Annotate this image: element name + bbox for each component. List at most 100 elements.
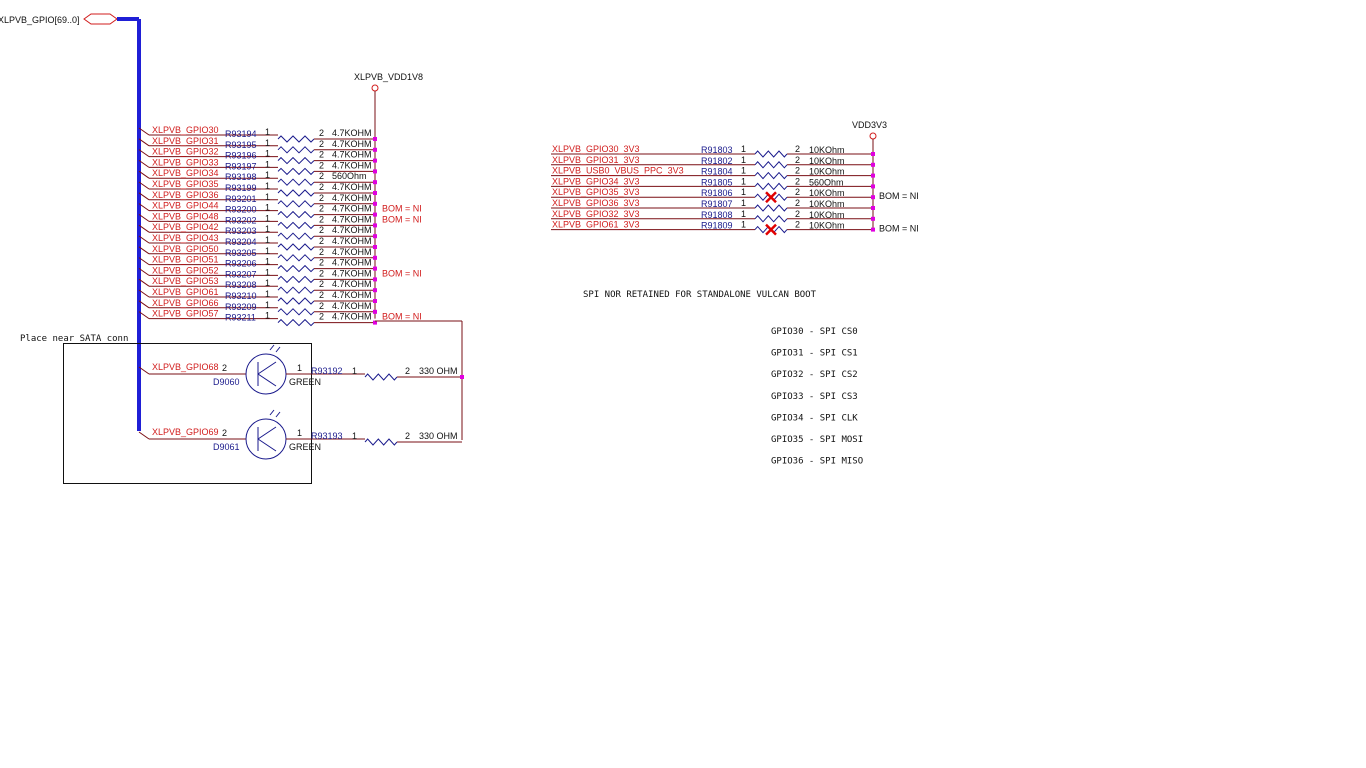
bus-entry [138, 213, 150, 222]
resistor-icon [277, 297, 315, 305]
pin-number: 2 [319, 193, 324, 203]
led-body [245, 418, 287, 460]
pin-number: 2 [319, 182, 324, 192]
pin-number: 2 [319, 268, 324, 278]
net-label: XLPVB_GPIO42 [152, 222, 219, 232]
pin-number: 1 [265, 311, 270, 321]
resistor-icon [277, 232, 315, 240]
resistor-value: 4.7KOHM [332, 182, 372, 192]
led-pin-number: 2 [222, 428, 227, 438]
pin-number: 2 [795, 166, 800, 176]
net-label: XLPVB_GPIO36 [152, 190, 219, 200]
resistor-value: 4.7KOHM [332, 279, 372, 289]
junction-dot [373, 191, 377, 195]
pin-number: 2 [405, 431, 410, 441]
pin-number: 2 [319, 279, 324, 289]
resistor-value: 10KOhm [809, 210, 845, 220]
pin-number: 1 [265, 246, 270, 256]
led-color: GREEN [289, 377, 321, 387]
resistor-ref: R93211 [225, 313, 256, 323]
pin-number: 1 [741, 144, 746, 154]
spi-notes-title: SPI NOR RETAINED FOR STANDALONE VULCAN B… [583, 290, 817, 300]
resistor-value: 4.7KOHM [332, 225, 372, 235]
pin-number: 1 [265, 289, 270, 299]
resistor-value: 10KOhm [809, 145, 845, 155]
bom-note: BOM = NI [382, 204, 422, 214]
bus-entry [138, 224, 150, 233]
pin-number: 1 [265, 267, 270, 277]
pin-number: 1 [265, 127, 270, 137]
bus-entry [138, 192, 150, 201]
resistor-value: 4.7KOHM [332, 236, 372, 246]
spi-note-line: GPIO35 - SPI MOSI [771, 435, 863, 445]
bus-entry [138, 289, 150, 298]
net-label: XLPVB_GPIO44 [152, 201, 219, 211]
bus-entry [138, 138, 150, 147]
net-label: XLPVB_GPIO35_3V3 [552, 187, 640, 197]
pin-number: 1 [741, 198, 746, 208]
net-label: XLPVB_GPIO61_3V3 [552, 220, 640, 230]
pin-number: 2 [319, 258, 324, 268]
resistor-ref: R93209 [225, 302, 257, 312]
junction-dot [373, 266, 377, 271]
led-symbol-icon [245, 344, 287, 395]
led-res-value: 330 OHM [419, 366, 458, 376]
led-legs [257, 426, 277, 452]
bus-entry [138, 311, 150, 320]
resistor-icon [277, 286, 315, 294]
spi-note-line: GPIO34 - SPI CLK [771, 413, 858, 423]
resistor-value: 10KOhm [809, 199, 845, 209]
bus-entry [138, 267, 150, 276]
net-label: XLPVB_GPIO51 [152, 255, 219, 265]
net-label: XLPVB_GPIO66 [152, 298, 219, 308]
resistor-icon [754, 204, 788, 212]
resistor-ref: R91808 [701, 210, 733, 220]
resistor-ref: R93204 [225, 237, 257, 247]
pin-number: 2 [319, 301, 324, 311]
resistor-value: 4.7KOHM [332, 247, 372, 257]
resistor-ref: R91805 [701, 177, 733, 187]
x-stroke-b [765, 191, 777, 204]
led-res-value: 330 OHM [419, 431, 458, 441]
pin-number: 2 [319, 171, 324, 181]
pin-number: 1 [741, 166, 746, 176]
bus-entry [138, 366, 150, 375]
resistor-icon [277, 146, 315, 154]
resistor-ref: R93196 [225, 151, 257, 161]
resistor-value: 4.7KOHM [332, 268, 372, 278]
pin-number: 1 [265, 278, 270, 288]
hexagon-port-icon[interactable] [83, 13, 118, 25]
light-ray-icon [269, 409, 281, 418]
pin-number: 2 [319, 204, 324, 214]
resistor-value: 4.7KOHM [332, 258, 372, 268]
pin-number: 1 [265, 149, 270, 159]
net-label: XLPVB_GPIO53 [152, 276, 219, 286]
resistor-value: 4.7KOHM [332, 312, 372, 322]
led-res-ref: R93192 [311, 366, 343, 376]
power-port-circle-icon [371, 84, 379, 92]
resistor-ref: R93200 [225, 205, 257, 215]
pin-number: 2 [795, 220, 800, 230]
resistor-ref: R93207 [225, 269, 257, 279]
resistor-ref: R93197 [225, 161, 257, 171]
pin-number: 1 [352, 366, 357, 376]
resistor-value: 10KOhm [809, 188, 845, 198]
junction-dot [373, 223, 377, 228]
pin-number: 1 [265, 224, 270, 234]
not-installed-x-icon [765, 223, 777, 236]
spi-note-line: GPIO36 - SPI MISO [771, 457, 863, 467]
resistor-ref: R91807 [701, 199, 733, 209]
bom-note: BOM = NI [382, 268, 422, 278]
pin-number: 1 [741, 176, 746, 186]
bus-entry [138, 300, 150, 309]
spi-note-line: GPIO31 - SPI CS1 [771, 349, 858, 359]
bus-entry [138, 246, 150, 255]
junction-dot [373, 245, 377, 249]
junction-dot [871, 195, 875, 200]
bus-label: XLPVB_GPIO[69..0] [0, 15, 80, 25]
vdd3v3-label: VDD3V3 [852, 120, 887, 130]
pin-number: 2 [319, 290, 324, 300]
resistor-icon [277, 210, 315, 219]
